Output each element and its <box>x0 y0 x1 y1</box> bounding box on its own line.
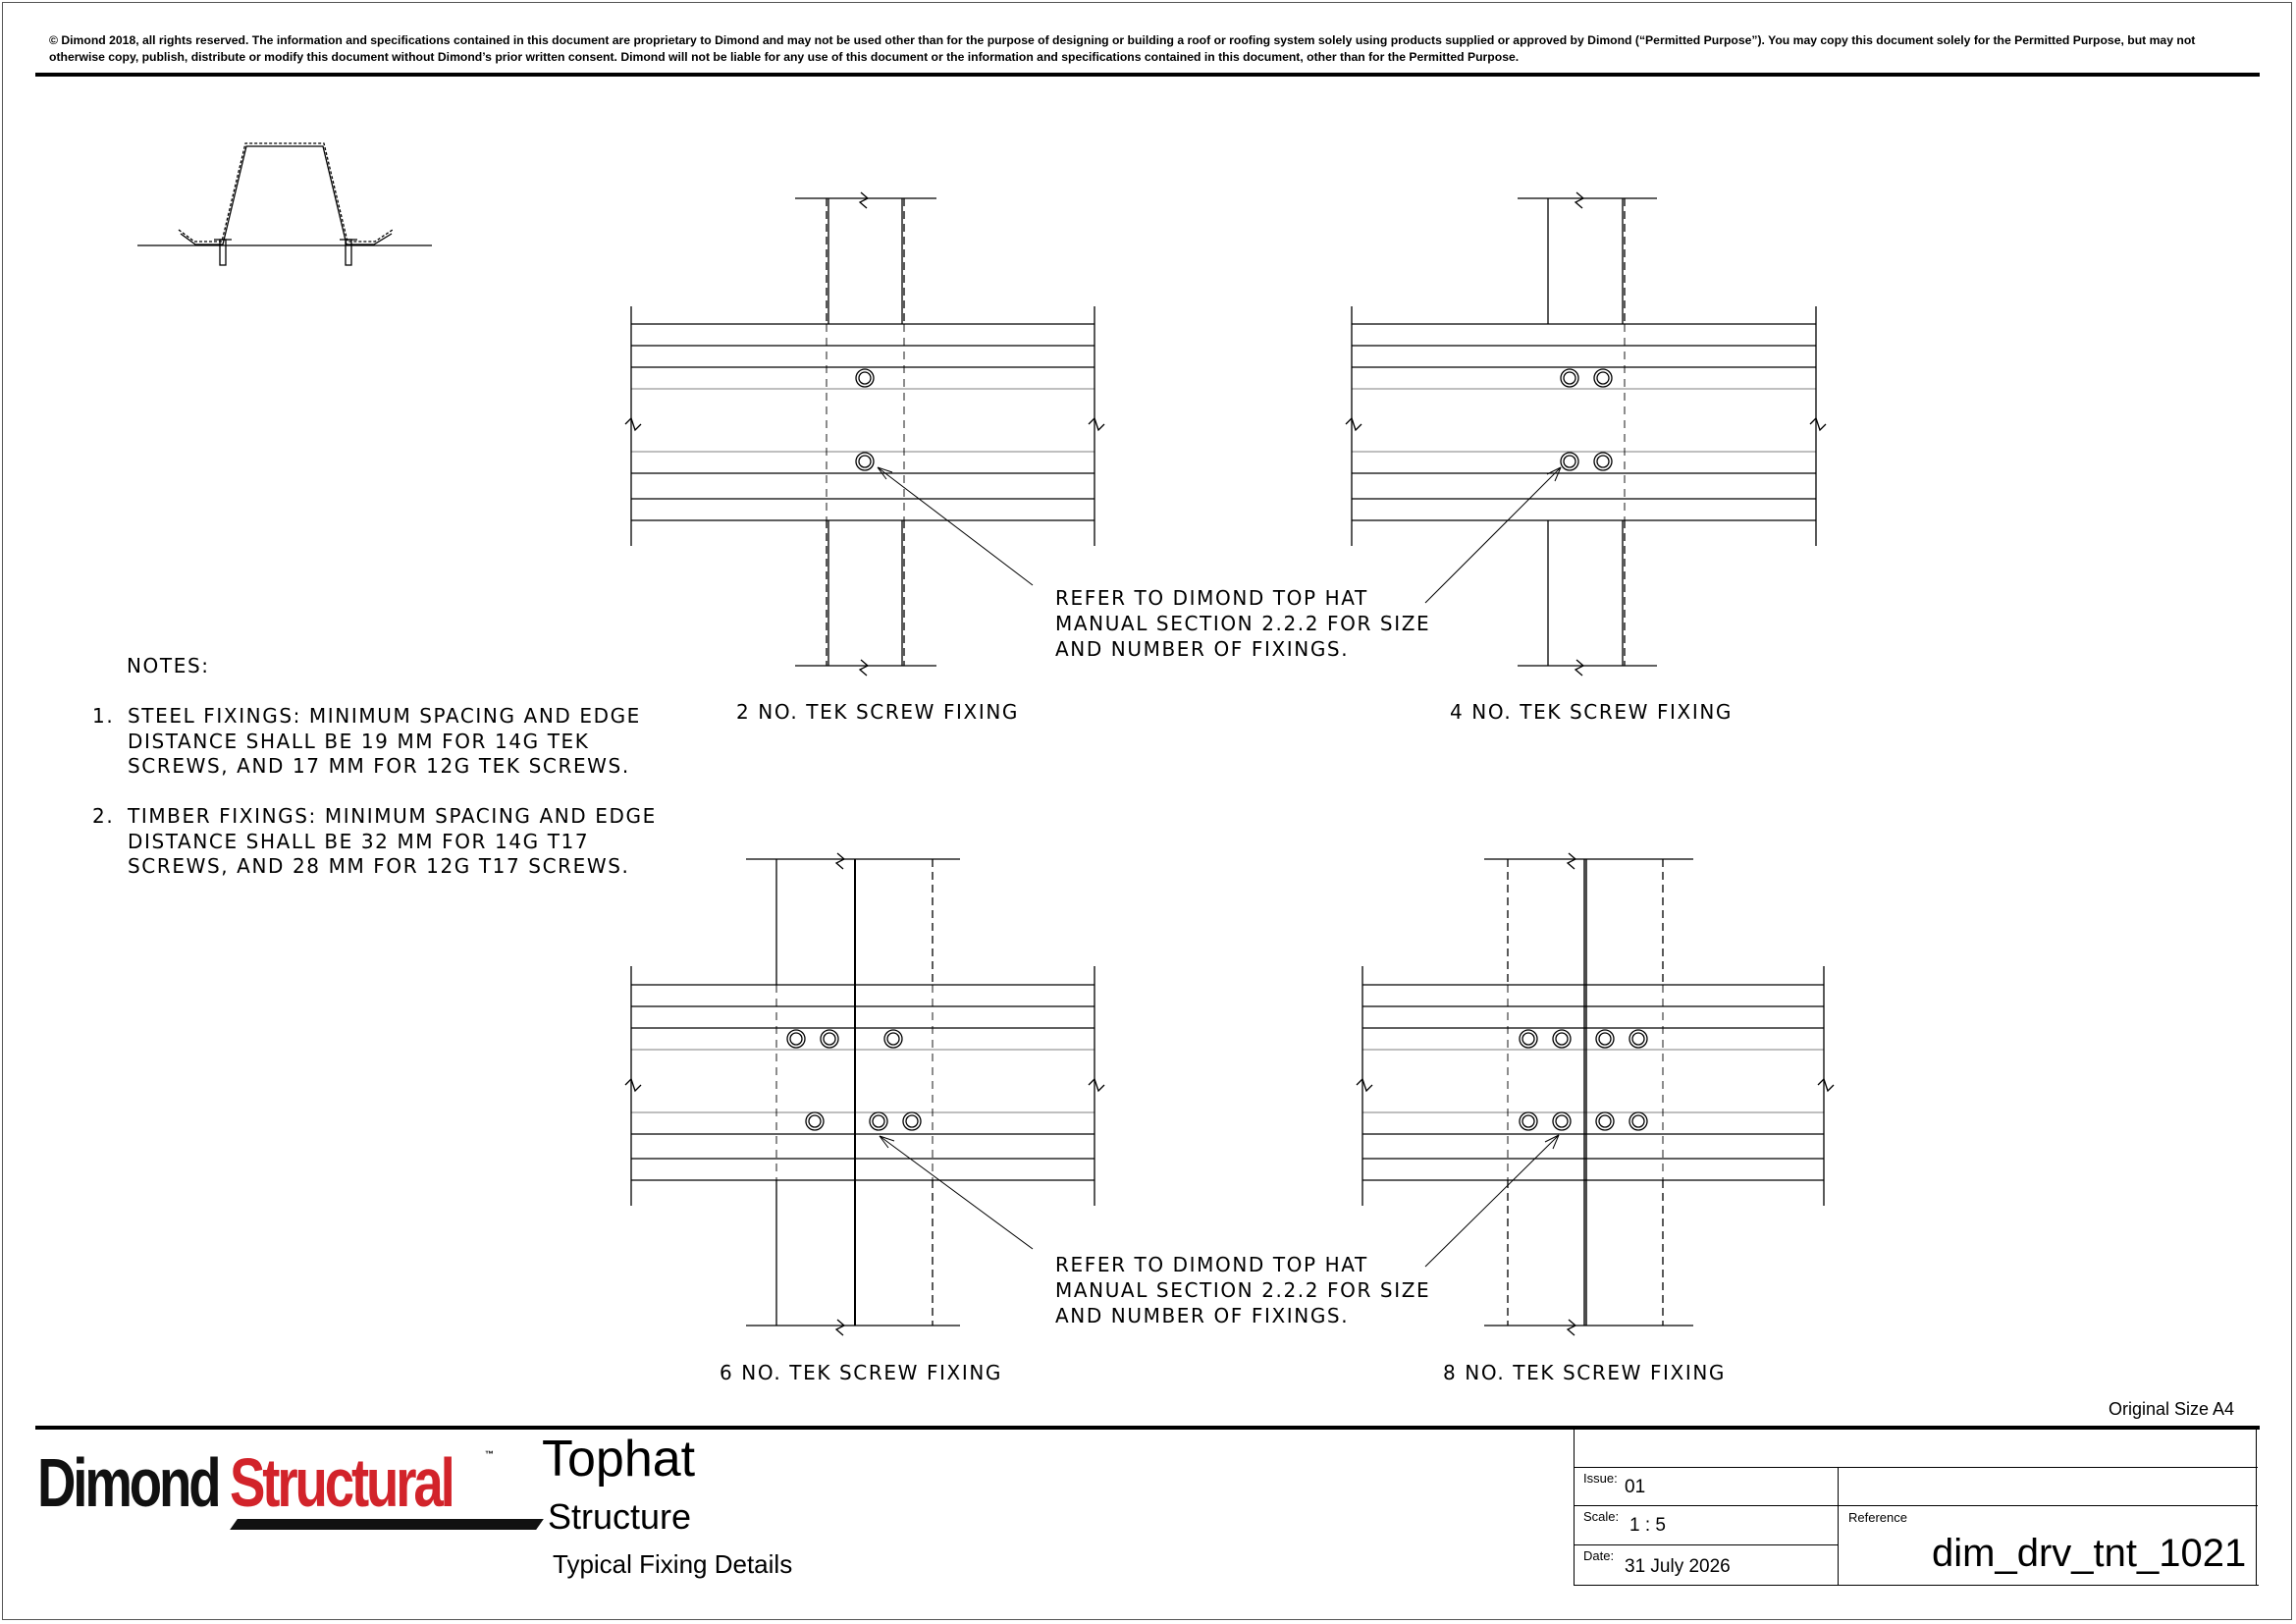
callout-upper: REFER TO DIMOND TOP HAT MANUAL SECTION 2… <box>1055 586 1431 661</box>
scale-label: Scale: <box>1583 1509 1620 1524</box>
logo-trademark: ™ <box>485 1449 494 1459</box>
caption-4-screw: 4 NO. TEK SCREW FIXING <box>1450 700 1734 724</box>
logo-underline-bar <box>230 1519 544 1530</box>
title-block-divider <box>2256 1430 2257 1585</box>
notes-title: NOTES: <box>127 654 210 677</box>
note-number: 1. <box>92 704 115 728</box>
logo-word-dimond: Dimond <box>37 1444 222 1521</box>
note-text: STEEL FIXINGS: MINIMUM SPACING AND EDGE … <box>128 704 641 778</box>
tophat-profile-sketch <box>137 142 432 266</box>
title-block-divider <box>1574 1505 2258 1506</box>
note-number: 2. <box>92 804 115 828</box>
note-text: TIMBER FIXINGS: MINIMUM SPACING AND EDGE… <box>128 804 657 878</box>
detail-4-screw <box>1345 191 1827 677</box>
caption-8-screw: 8 NO. TEK SCREW FIXING <box>1443 1361 1727 1384</box>
caption-6-screw: 6 NO. TEK SCREW FIXING <box>720 1361 1003 1384</box>
dimond-structural-logo: Dimond Structural ™ <box>37 1443 544 1532</box>
drawing-title: Tophat <box>542 1431 696 1488</box>
title-block-divider <box>1838 1467 1839 1585</box>
drawing-description: Typical Fixing Details <box>553 1549 793 1579</box>
copyright-notice: © Dimond 2018, all rights reserved. The … <box>49 33 2196 64</box>
drawing-subtitle: Structure <box>548 1496 692 1537</box>
logo-word-structural: Structural <box>230 1444 455 1521</box>
detail-2-screw <box>624 191 1105 677</box>
caption-2-screw: 2 NO. TEK SCREW FIXING <box>736 700 1020 724</box>
detail-6-screw <box>624 852 1105 1336</box>
date-label: Date: <box>1583 1548 1615 1563</box>
date-value: 31 July 2026 <box>1625 1556 1731 1577</box>
original-size-label: Original Size A4 <box>2109 1399 2235 1419</box>
reference-label: Reference <box>1848 1510 1907 1525</box>
detail-8-screw <box>1356 852 1835 1336</box>
scale-value: 1 : 5 <box>1629 1515 1666 1536</box>
issue-value: 01 <box>1625 1477 1646 1497</box>
title-block-divider <box>1574 1467 2258 1468</box>
footer-rule <box>35 1426 2260 1430</box>
issue-label: Issue: <box>1583 1471 1618 1486</box>
reference-value: dim_drv_tnt_1021 <box>1932 1532 2247 1575</box>
title-block-box <box>1574 1430 2259 1586</box>
callout-lower: REFER TO DIMOND TOP HAT MANUAL SECTION 2… <box>1055 1253 1431 1327</box>
title-block-divider <box>1574 1544 1839 1545</box>
header-rule <box>35 73 2260 77</box>
